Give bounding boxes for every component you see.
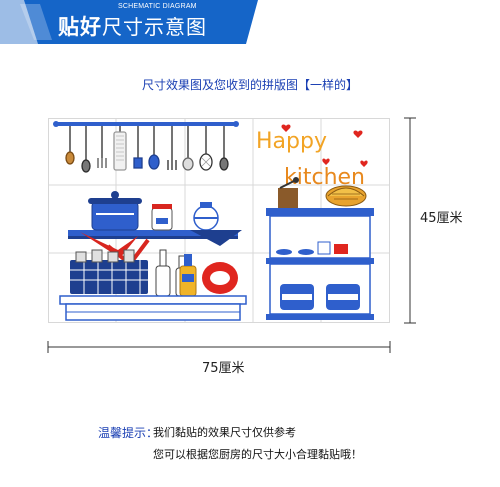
upper-shelf-icon bbox=[68, 230, 238, 239]
grinder-icon bbox=[278, 177, 299, 208]
banner-shape bbox=[0, 0, 258, 44]
cooking-pot-icon bbox=[88, 191, 142, 231]
bread-basket-icon bbox=[325, 185, 367, 207]
sticker-artwork: Happy kitchen bbox=[48, 118, 390, 323]
blue-cloth-icon bbox=[190, 230, 242, 246]
tips-label: 温馨提示： bbox=[98, 426, 159, 440]
banner-title-bold: 贴好 bbox=[58, 15, 102, 39]
title-happy: Happy bbox=[256, 129, 327, 154]
utensil-rail-icon bbox=[53, 121, 239, 127]
red-bowl-icon bbox=[202, 262, 238, 294]
vase-icon bbox=[193, 202, 219, 231]
width-dimension-line bbox=[47, 341, 391, 353]
caption: 尺寸效果图及您收到的拼版图【一样的】 bbox=[141, 78, 358, 92]
header-banner: SCHEMATIC DIAGRAM 贴好尺寸示意图 bbox=[0, 0, 258, 44]
width-label: 75厘米 bbox=[202, 361, 245, 376]
cabinet-icon bbox=[266, 208, 374, 320]
wire-basket-icon bbox=[70, 249, 148, 294]
height-dimension-line bbox=[404, 117, 416, 324]
tips-line-1: 我们黏贴的效果尺寸仅供参考 bbox=[153, 426, 296, 439]
banner-subtitle: SCHEMATIC DIAGRAM bbox=[118, 3, 197, 10]
spice-jar-icon bbox=[151, 204, 173, 231]
height-label: 45厘米 bbox=[420, 211, 463, 226]
heart-icon bbox=[281, 124, 368, 167]
hanging-utensils-icon bbox=[65, 126, 229, 173]
banner-title: 贴好尺寸示意图 bbox=[58, 11, 207, 41]
banner-title-rest: 尺寸示意图 bbox=[102, 15, 207, 39]
tips-line-2: 您可以根据您厨房的尺寸大小合理黏贴哦！ bbox=[153, 448, 362, 461]
oil-bottle-icon bbox=[179, 254, 197, 297]
counter-icon bbox=[59, 295, 247, 321]
